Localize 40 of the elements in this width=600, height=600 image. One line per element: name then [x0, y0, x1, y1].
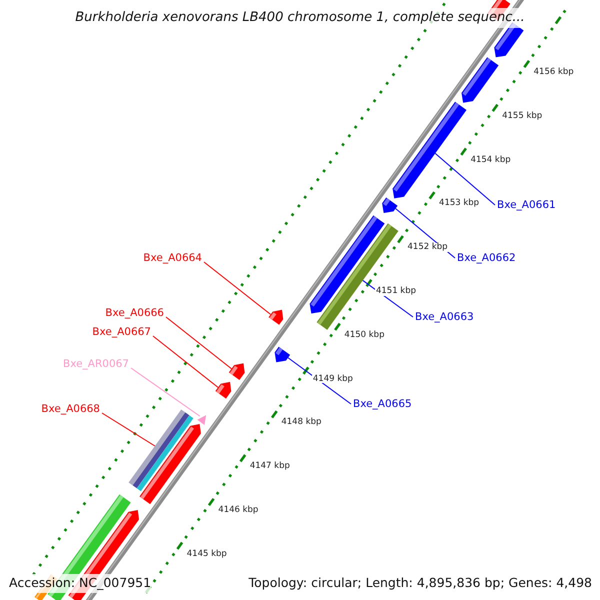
- gene-label: Bxe_AR0067: [62, 358, 129, 370]
- gene-label: Bxe_A0667: [92, 326, 151, 338]
- scale-label: 4150 kbp: [343, 330, 386, 340]
- leader-line: [130, 368, 200, 417]
- gene-block: [274, 346, 290, 362]
- gene-block: [228, 363, 245, 380]
- scale-label: 4155 kbp: [501, 112, 544, 120]
- leader-line: [152, 336, 219, 388]
- leader-line: [204, 262, 272, 315]
- gene-label: Bxe_A0661: [497, 200, 556, 210]
- leader-line: [434, 152, 496, 206]
- gene-bar: [316, 223, 398, 330]
- scale-label: 4156 kbp: [532, 68, 575, 77]
- scale-label: 4152 kbp: [406, 243, 449, 252]
- gene-block: [462, 57, 499, 103]
- accession-text: Accession: NC_007951: [9, 574, 152, 593]
- gene-block: [268, 310, 284, 325]
- gene-block: [197, 415, 206, 425]
- scale-label: 4151 kbp: [374, 287, 418, 296]
- sequence-info-text: Topology: circular; Length: 4,895,836 bp; Genes: 4,498: [248, 574, 592, 592]
- gene-label: Bxe_A0666: [105, 308, 164, 318]
- leader-line: [166, 316, 232, 370]
- scale-label: 4147 kbp: [248, 462, 291, 471]
- gene-label: Bxe_A0662: [457, 252, 516, 264]
- gene-label: Bxe_A0664: [143, 252, 202, 264]
- gene-label: Bxe_A0663: [415, 312, 474, 322]
- gene-label: Bxe_A0668: [41, 404, 100, 414]
- scale-label: 4149 kbp: [312, 374, 354, 384]
- scale-label: 4146 kbp: [217, 506, 260, 514]
- gene-block: [392, 102, 466, 198]
- gene-block: [215, 382, 232, 399]
- scale-label: 4154 kbp: [470, 156, 512, 164]
- gene-block: [382, 198, 398, 213]
- gene-block: [140, 424, 201, 504]
- leader-line: [102, 412, 156, 446]
- scale-label: 4145 kbp: [186, 550, 228, 558]
- gene-bar: [128, 410, 194, 492]
- scale-label: 4148 kbp: [280, 418, 322, 427]
- gene-label: Bxe_A0665: [353, 398, 412, 410]
- scale-label: 4153 kbp: [438, 199, 480, 208]
